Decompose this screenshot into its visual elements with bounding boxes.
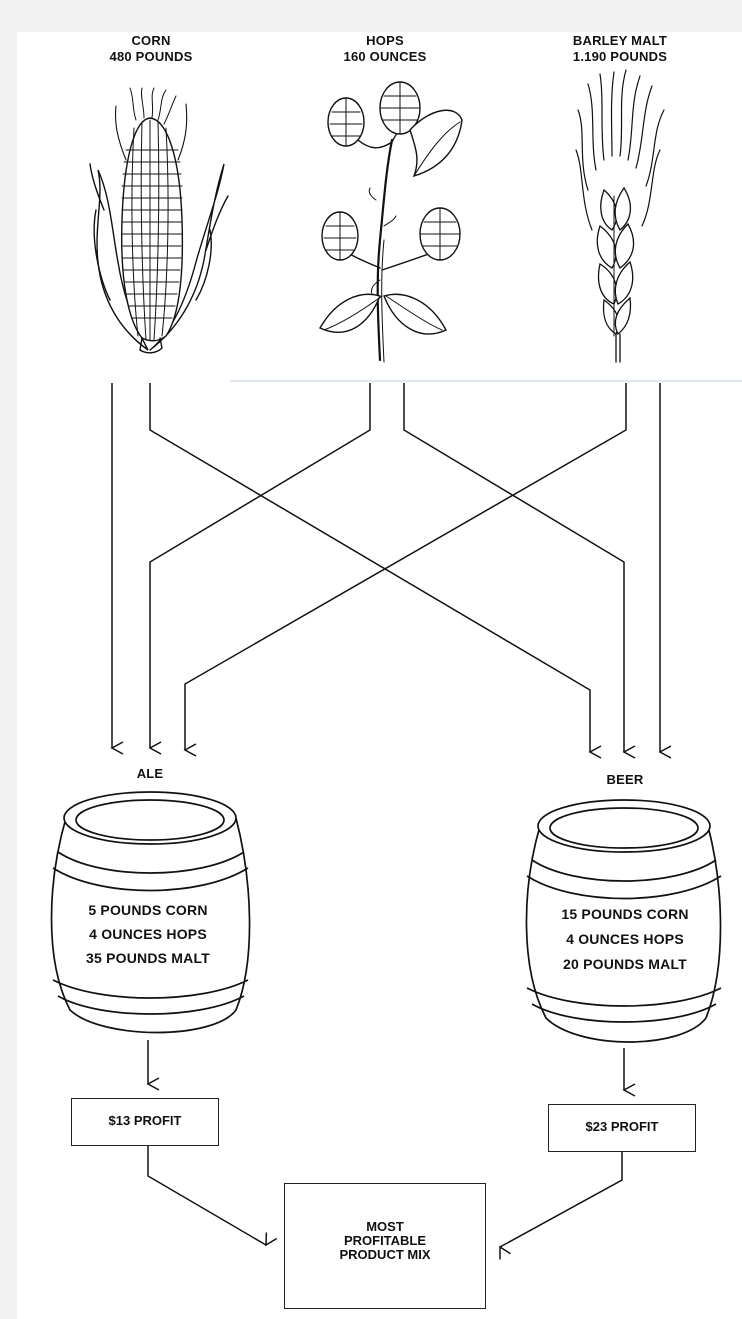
beer-recipe-hops: 4 OUNCES HOPS	[530, 927, 720, 952]
arrow-beer-profit-to-mix	[500, 1152, 622, 1247]
product-mix-line-2: PROFITABLE	[285, 1234, 485, 1248]
ale-profit-box: $13 PROFIT	[71, 1098, 219, 1146]
beer-profit-box: $23 PROFIT	[548, 1104, 696, 1152]
beer-recipe-corn: 15 POUNDS CORN	[530, 902, 720, 927]
ale-profit: $13 PROFIT	[72, 1114, 218, 1128]
barley-label: BARLEY MALT 1.190 POUNDS	[535, 33, 705, 65]
product-mix-line-3: PRODUCT MIX	[285, 1248, 485, 1262]
hops-label: HOPS 160 OUNCES	[300, 33, 470, 65]
barley-icon	[576, 70, 664, 362]
product-mix-line-1: MOST	[285, 1220, 485, 1234]
ale-recipe: 5 POUNDS CORN 4 OUNCES HOPS 35 POUNDS MA…	[58, 898, 238, 970]
ale-label: ALE	[110, 766, 190, 782]
barley-name: BARLEY MALT	[535, 33, 705, 49]
corn-name: CORN	[66, 33, 236, 49]
arrow-hops-to-ale	[150, 383, 370, 748]
ale-recipe-malt: 35 POUNDS MALT	[58, 946, 238, 970]
arrow-malt-to-ale	[185, 383, 626, 750]
beer-label: BEER	[585, 772, 665, 788]
hops-icon	[320, 82, 462, 362]
hops-name: HOPS	[300, 33, 470, 49]
arrow-hops-to-beer	[404, 383, 624, 752]
corn-icon	[90, 88, 228, 353]
hops-amount: 160 OUNCES	[300, 49, 470, 65]
corn-label: CORN 480 POUNDS	[66, 33, 236, 65]
ale-recipe-hops: 4 OUNCES HOPS	[58, 922, 238, 946]
product-mix-box: MOST PROFITABLE PRODUCT MIX	[284, 1183, 486, 1309]
beer-profit: $23 PROFIT	[549, 1120, 695, 1134]
beer-recipe: 15 POUNDS CORN 4 OUNCES HOPS 20 POUNDS M…	[530, 902, 720, 977]
arrow-ale-profit-to-mix	[148, 1146, 266, 1245]
beer-recipe-malt: 20 POUNDS MALT	[530, 952, 720, 977]
arrow-corn-to-beer	[150, 383, 590, 752]
ale-recipe-corn: 5 POUNDS CORN	[58, 898, 238, 922]
barley-amount: 1.190 POUNDS	[535, 49, 705, 65]
corn-amount: 480 POUNDS	[66, 49, 236, 65]
